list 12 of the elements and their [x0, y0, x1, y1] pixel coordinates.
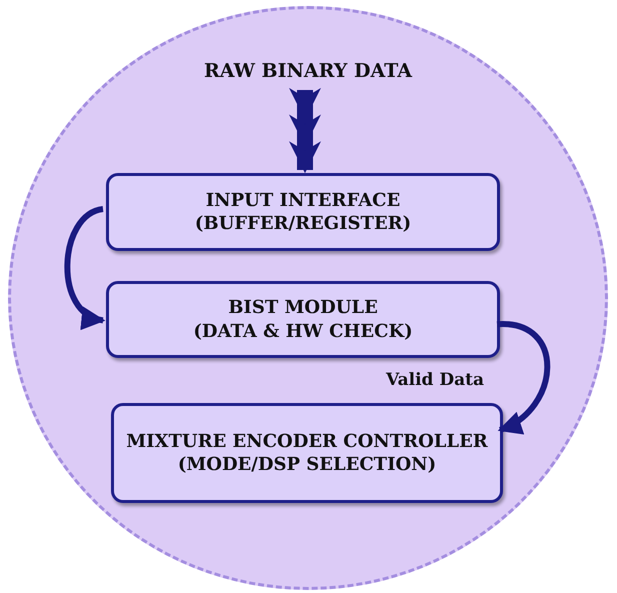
process-box: [106, 281, 500, 358]
box-heading: MIXTURE ENCODER CONTROLLER: [126, 430, 488, 453]
arrow: [289, 88, 321, 173]
box-subheading: (MODE/DSP SELECTION): [178, 453, 436, 476]
process-box: [106, 173, 500, 251]
box-heading: INPUT INTERFACE: [206, 188, 400, 212]
box-subheading: (DATA & HW CHECK): [193, 320, 413, 343]
box-subheading: (BUFFER/REGISTER): [194, 212, 412, 236]
process-box: [111, 403, 503, 503]
arrow: [496, 321, 550, 433]
input-label: RAW BINARY DATA: [163, 55, 453, 87]
box-heading: BIST MODULE: [228, 296, 378, 320]
